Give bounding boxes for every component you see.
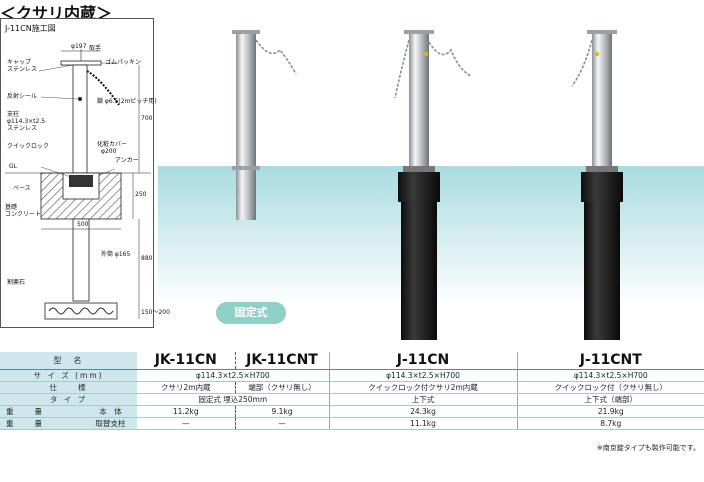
- model-j-11cnt: J-11CNT: [516, 352, 704, 370]
- label-outer: 外筒 φ165: [101, 251, 131, 258]
- weight-replace-sublabel: 取替支柱: [84, 417, 137, 430]
- spec-table: 型 名 JK-11CN JK-11CNT J-11CN J-11CNT サ イ …: [0, 352, 704, 430]
- label-dia197: φ197: [71, 43, 87, 50]
- label-anchor: アンカー: [115, 157, 139, 164]
- spec-jk11cnt: 端部（クサリ無し）: [234, 381, 329, 394]
- product-photo: 固定式: [158, 18, 704, 348]
- label-cover: 化粧カバー: [97, 141, 128, 148]
- label-reflect: 反射シール: [7, 93, 38, 100]
- dim-250: 250: [135, 191, 147, 198]
- label-cap: キャップ: [7, 59, 32, 66]
- label-handle: 取手: [89, 45, 102, 52]
- bollard-fixed: [232, 30, 297, 220]
- footnote: ※南京錠タイプも製作可能です。: [596, 444, 700, 452]
- bollard-j11cnt: [571, 30, 623, 340]
- label-dia200: φ200: [101, 148, 117, 155]
- model-jk-11cn: JK-11CN: [137, 352, 235, 370]
- size-row: サ イ ズ (mm) φ114.3×t2.5×H700 φ114.3×t2.5×…: [0, 369, 704, 382]
- model-jk-11cnt: JK-11CNT: [234, 352, 329, 370]
- size-j11cn: φ114.3×t2.5×H700: [328, 369, 517, 382]
- model-row: 型 名 JK-11CN JK-11CNT J-11CN J-11CNT: [0, 352, 704, 370]
- weight-jk11cn: 11.2kg: [137, 405, 235, 418]
- label-rubber: ゴムパッキン: [105, 59, 141, 66]
- bollard-illustration: [158, 30, 704, 340]
- type-j11cn: 上下式: [328, 393, 517, 406]
- weight-jk11cnt: 9.1kg: [234, 405, 329, 418]
- drawing-title: J-11CN施工図: [5, 24, 56, 33]
- construction-drawing: J-11CN施工図: [0, 18, 170, 328]
- replace-jk11cnt: —: [234, 417, 329, 430]
- weight-j11cnt: 21.9kg: [516, 405, 704, 418]
- type-j11cnt: 上下式（端部）: [516, 393, 704, 406]
- fixed-type-badge: 固定式: [216, 302, 286, 324]
- weight-j11cn: 24.3kg: [328, 405, 517, 418]
- dim-500: 500: [77, 221, 89, 228]
- spec-j11cn: クイックロック付クサリ2m内蔵: [328, 381, 517, 394]
- label-quick-lock: クイックロック: [7, 143, 50, 150]
- bollard-j11cn: [394, 30, 472, 340]
- label-foundation2: コンクリート: [5, 211, 42, 218]
- weight-replace-label: 重 量: [0, 417, 84, 430]
- label-chain: 鎖 φ6.5(2mピッチ用): [97, 98, 157, 105]
- model-j-11cn: J-11CN: [328, 352, 517, 370]
- weight-body-row: 重 量 本 体 11.2kg 9.1kg 24.3kg 21.9kg: [0, 405, 704, 418]
- type-jk: 固定式 埋込250mm: [137, 393, 329, 406]
- dim-880: 880: [141, 255, 153, 262]
- type-label: タ イ プ: [0, 393, 137, 406]
- label-post-material: ステンレス: [7, 125, 38, 132]
- label-gl: GL: [9, 163, 17, 170]
- label-post: 支柱: [7, 111, 20, 118]
- size-jk: φ114.3×t2.5×H700: [137, 369, 329, 382]
- dim-150: 150～200: [141, 309, 170, 316]
- replace-j11cn: 11.1kg: [328, 417, 517, 430]
- label-base: ベース: [13, 185, 31, 192]
- label-foundation1: 基礎: [5, 204, 18, 211]
- size-label: サ イ ズ (mm): [0, 369, 137, 382]
- weight-body-sublabel: 本 体: [84, 405, 137, 418]
- label-cap-material: ステンレス: [7, 66, 38, 73]
- dim-700: 700: [141, 115, 153, 122]
- size-j11cnt: φ114.3×t2.5×H700: [516, 369, 704, 382]
- replace-j11cnt: 8.7kg: [516, 417, 704, 430]
- spec-label: 仕 様: [0, 381, 137, 394]
- weight-replace-row: 重 量 取替支柱 — — 11.1kg 8.7kg: [0, 417, 704, 430]
- spec-jk11cn: クサリ2m内蔵: [137, 381, 235, 394]
- replace-jk11cn: —: [137, 417, 235, 430]
- type-row: タ イ プ 固定式 埋込250mm 上下式 上下式（端部）: [0, 393, 704, 406]
- label-post-size: φ114.3×t2.5: [7, 118, 46, 125]
- model-label: 型 名: [0, 352, 137, 370]
- spec-j11cnt: クイックロック付（クサリ無し）: [516, 381, 704, 394]
- label-brick: 割栗石: [7, 279, 26, 286]
- spec-row: 仕 様 クサリ2m内蔵 端部（クサリ無し） クイックロック付クサリ2m内蔵 クイ…: [0, 381, 704, 394]
- drawing-lines: [5, 49, 151, 320]
- weight-label: 重 量: [0, 405, 84, 418]
